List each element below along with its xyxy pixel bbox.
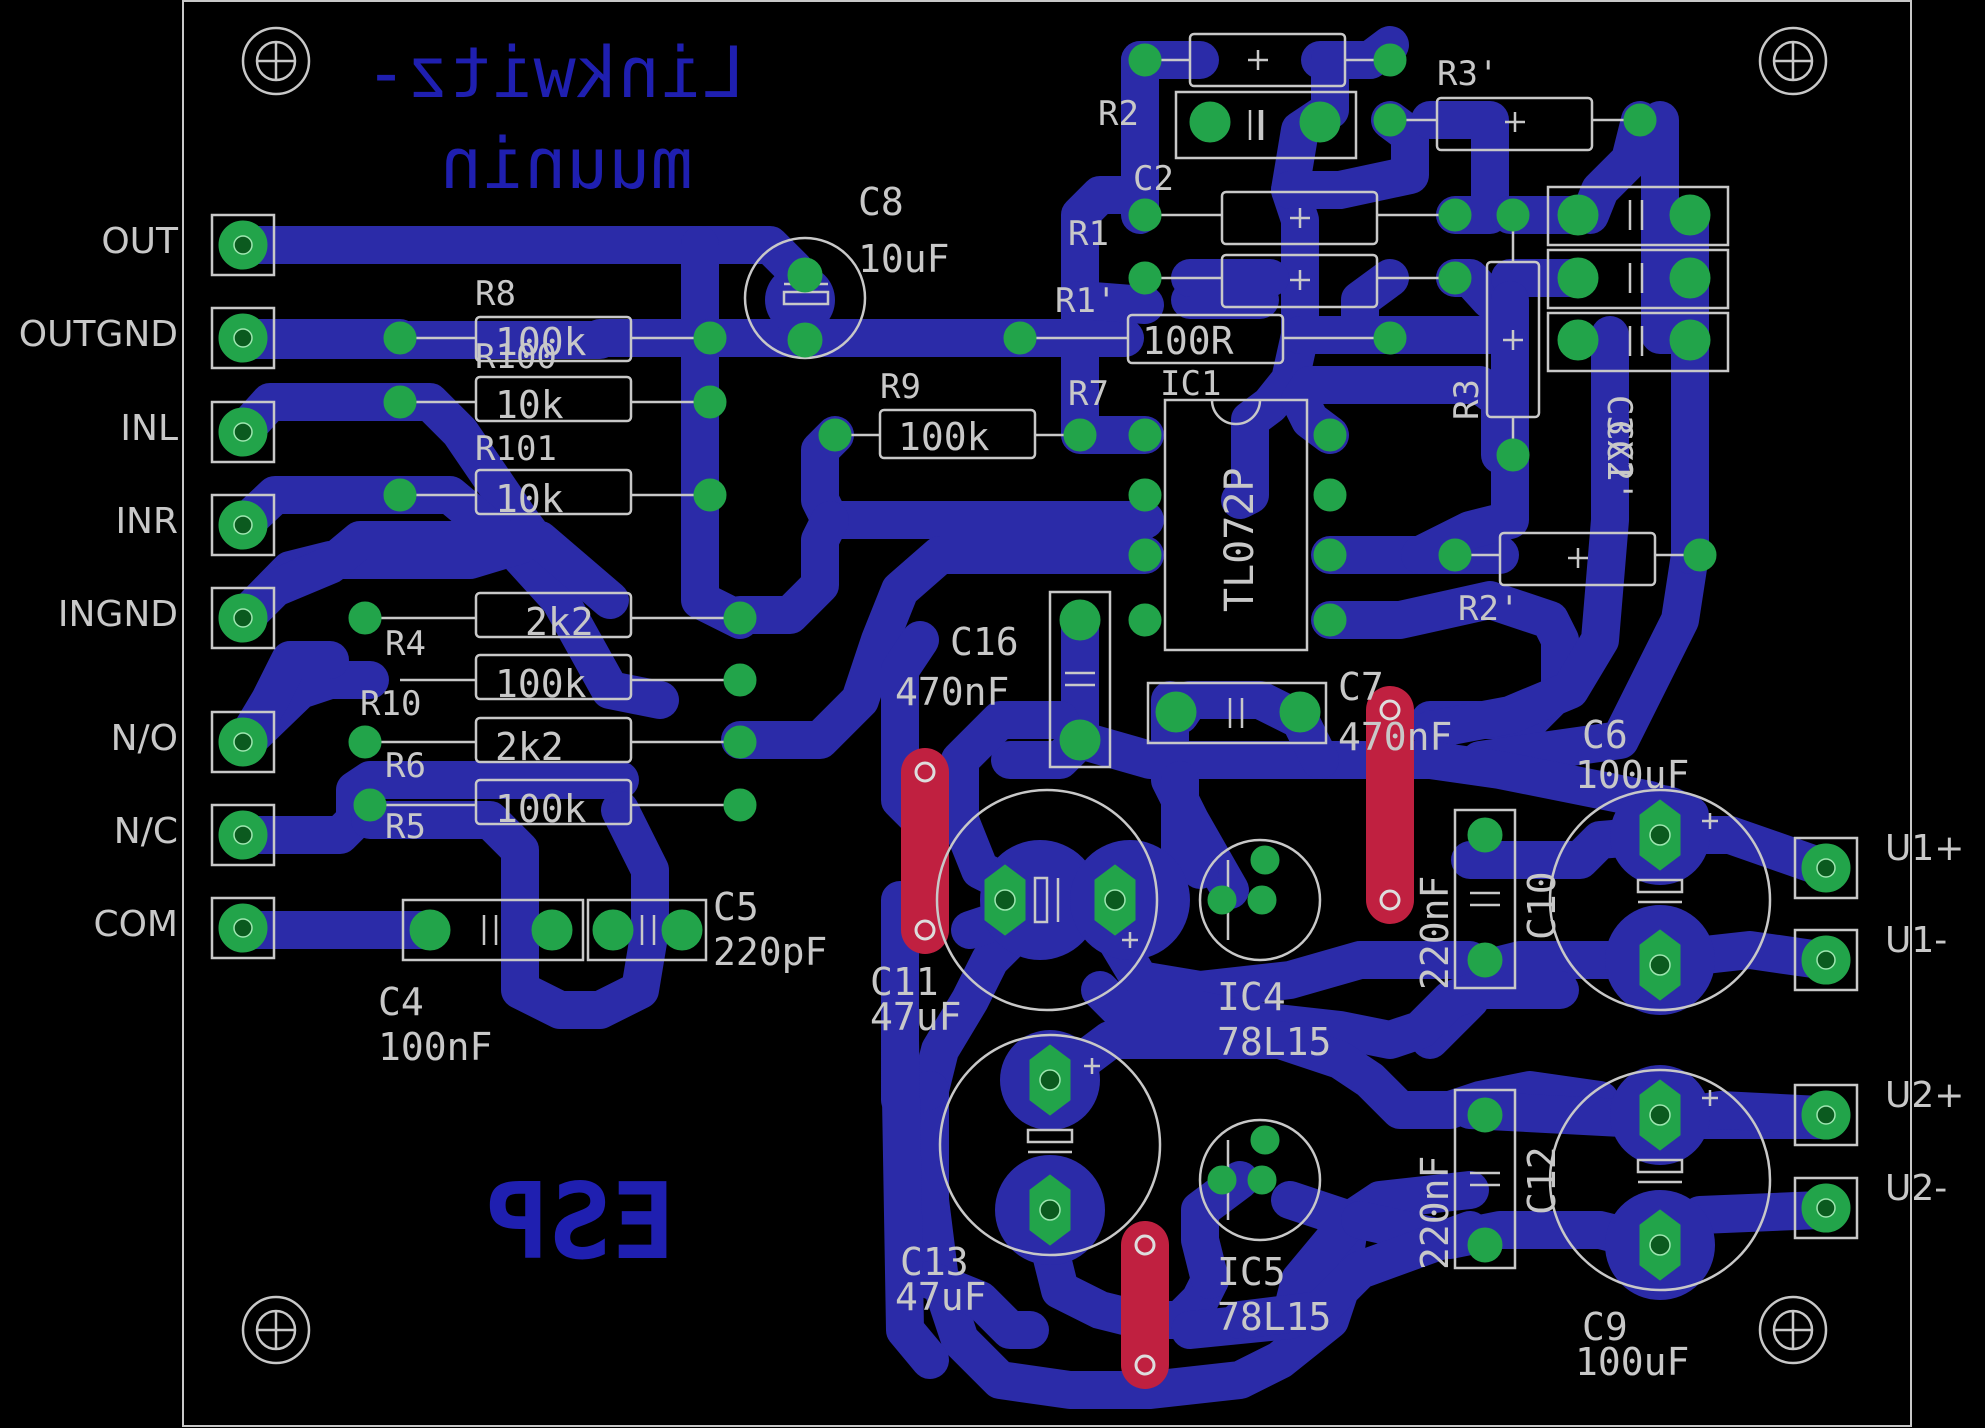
board-logo: ESP	[485, 1161, 675, 1283]
ref-r100: R100	[475, 337, 557, 377]
ref-c13: C13	[900, 1240, 969, 1284]
val-r7: 100R	[1142, 319, 1234, 363]
ref-c12: C12	[1520, 1146, 1564, 1215]
val-c6: 100uF	[1575, 753, 1689, 797]
ref-r4: R4	[385, 624, 426, 664]
copper-text: Linkwitz- muunin ESP	[365, 32, 744, 1283]
val-r8: 100k	[495, 320, 587, 364]
board-outline	[182, 0, 1912, 1427]
val-c16: 470nF	[895, 670, 1009, 714]
connector-label-inl: INL	[120, 408, 178, 449]
ref-r7: R7	[1068, 374, 1109, 414]
ref-c2: C2	[1133, 159, 1174, 199]
ref-r2p: R2'	[1458, 589, 1519, 629]
ref-ic5: IC5	[1217, 1250, 1286, 1294]
connector-label-no: N/O	[111, 718, 178, 759]
ref-c4: C4	[378, 980, 424, 1024]
ref-c7: C7	[1338, 665, 1384, 709]
ref-c2p: C2'	[1599, 440, 1639, 501]
ref-c11: C11	[870, 960, 939, 1004]
connector-label-nc: N/C	[114, 811, 178, 852]
val-r6: 2k2	[495, 725, 564, 769]
board-title-line1: Linkwitz-	[365, 32, 744, 114]
ref-r9: R9	[880, 367, 921, 407]
connector-label-u2m: U2-	[1885, 1168, 1947, 1209]
ref-c6: C6	[1582, 713, 1628, 757]
val-ic4: 78L15	[1217, 1020, 1331, 1064]
val-c13: 47uF	[895, 1275, 987, 1319]
connector-label-out: OUT	[101, 221, 179, 262]
ref-r2: R2	[1098, 94, 1139, 134]
ref-c9: C9	[1582, 1305, 1628, 1349]
ref-ic1: IC1	[1160, 364, 1221, 404]
connector-label-u2p: U2+	[1885, 1075, 1964, 1116]
val-c11: 47uF	[870, 995, 962, 1039]
ref-c3: C3	[1599, 395, 1639, 436]
connector-label-u1m: U1-	[1885, 920, 1947, 961]
ref-r6: R6	[385, 746, 426, 786]
val-ic1: TL072P	[1217, 468, 1263, 613]
val-ic5: 78L15	[1217, 1295, 1331, 1339]
connector-label-com: COM	[93, 904, 178, 945]
val-r4: 2k2	[525, 600, 594, 644]
val-c10: 220nF	[1413, 876, 1457, 990]
ref-c5: C5	[713, 885, 759, 929]
val-c8: 10uF	[858, 237, 950, 281]
connector-label-u1p: U1+	[1885, 828, 1964, 869]
val-c12: 220nF	[1413, 1156, 1457, 1270]
connector-label-ingnd: INGND	[58, 594, 178, 635]
val-c9: 100uF	[1575, 1340, 1689, 1384]
ref-r1p: R1'	[1055, 281, 1116, 321]
ref-c16: C16	[950, 620, 1019, 664]
ref-r5: R5	[385, 807, 426, 847]
ref-r3: R3	[1447, 379, 1487, 420]
connector-label-inr: INR	[115, 501, 178, 542]
ref-c8: C8	[858, 180, 904, 224]
ref-r3p: R3'	[1437, 54, 1498, 94]
ref-ic4: IC4	[1217, 975, 1286, 1019]
connector-label-outgnd: OUTGND	[19, 314, 178, 355]
val-r100: 10k	[495, 383, 564, 427]
val-r10: 100k	[495, 662, 587, 706]
ref-c10: C10	[1520, 871, 1564, 940]
val-r101: 10k	[495, 477, 564, 521]
ref-r101: R101	[475, 429, 557, 469]
mounting-hole	[241, 26, 1828, 1365]
val-c4: 100nF	[378, 1025, 492, 1069]
ref-r1: R1	[1068, 214, 1109, 254]
pad-holes	[233, 235, 1836, 1256]
silkscreen-text: OUT OUTGND INL INR INGND N/O N/C COM U1+…	[19, 54, 1965, 1384]
ref-cx1: CX1	[1599, 420, 1639, 481]
val-c7: 470nF	[1338, 715, 1452, 759]
ref-r10: R10	[360, 684, 421, 724]
val-c5: 220pF	[713, 930, 827, 974]
val-r5: 100k	[495, 787, 587, 831]
board-title-line2: muunin	[440, 123, 693, 205]
ref-r8: R8	[475, 274, 516, 314]
vias	[901, 686, 1414, 1389]
val-r9: 100k	[898, 415, 990, 459]
